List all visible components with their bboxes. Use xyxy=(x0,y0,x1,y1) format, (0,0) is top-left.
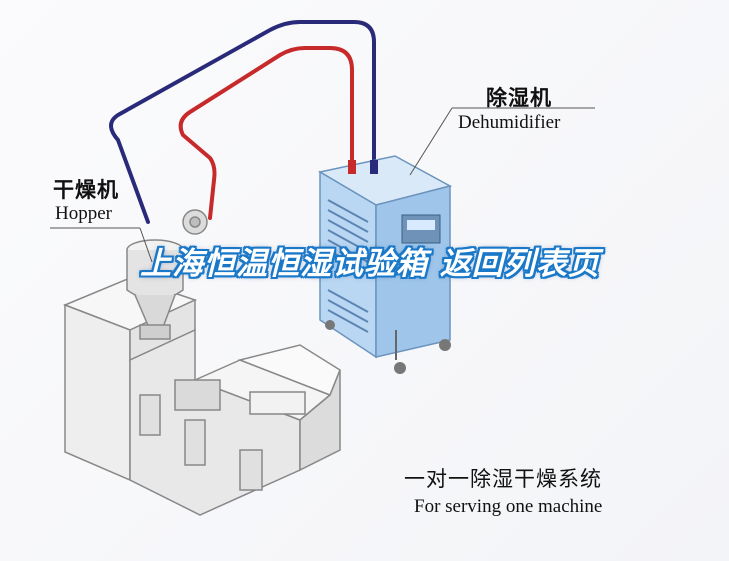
product-title: 上海恒温恒湿试验箱 xyxy=(140,246,429,282)
dehumidifier-cabinet xyxy=(317,155,453,374)
leader-lines xyxy=(50,107,595,263)
system-label-cn: 一对一除湿干燥系统 xyxy=(404,467,602,491)
hopper-label-en: Hopper xyxy=(55,203,112,224)
dehumidifier-label-en: Dehumidifier xyxy=(458,112,561,133)
pipes xyxy=(109,20,376,224)
overlay-title: 上海恒温恒湿试验箱 返回列表页 xyxy=(70,244,670,284)
hopper-label-cn: 干燥机 xyxy=(53,178,119,202)
hopper-dryer xyxy=(126,209,208,340)
return-pipe-blue xyxy=(109,20,376,224)
back-to-list-link[interactable]: 返回列表页 xyxy=(439,246,600,282)
dehumidifier-label-cn: 除湿机 xyxy=(486,86,552,110)
supply-pipe-red xyxy=(178,46,354,220)
system-label-en: For serving one machine xyxy=(414,496,603,517)
injection-machine xyxy=(62,277,341,516)
